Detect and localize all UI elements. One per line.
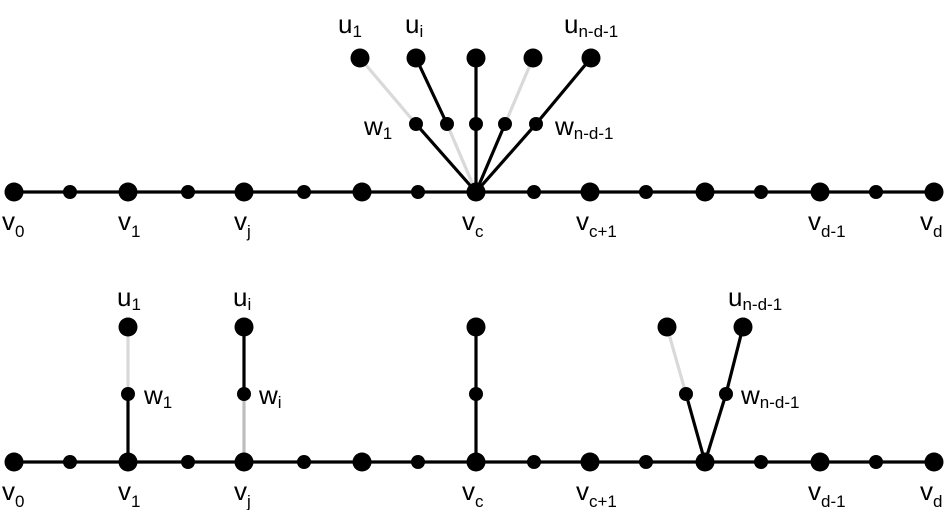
bottom-path-node-5 xyxy=(297,455,311,469)
top-pendant-upper-edge-4 xyxy=(534,56,593,126)
top-pendant-lower-edge-1 xyxy=(445,122,478,194)
top-u-node-4 xyxy=(581,48,601,68)
top-label-v1: v1 xyxy=(118,206,140,241)
bottom-label-wnd1: wn-d-1 xyxy=(740,380,799,412)
top-path-node-15 xyxy=(869,185,883,199)
bottom-label-und1: un-d-1 xyxy=(728,282,782,314)
top-label-vc: vc xyxy=(462,206,484,241)
top-pendant-lower-edge-4 xyxy=(474,122,538,194)
bottom-w-node-1 xyxy=(237,387,251,401)
top-path-node-6 xyxy=(352,182,372,202)
top-path-node-10 xyxy=(580,182,600,202)
top-label-und1: un-d-1 xyxy=(564,9,618,41)
bottom-path-node-10 xyxy=(580,452,600,472)
top-w-node-0 xyxy=(409,117,423,131)
bottom-label-v0: v0 xyxy=(2,476,24,510)
bottom-path-node-8 xyxy=(466,452,486,472)
top-label-vj: vj xyxy=(234,206,251,241)
top-label-vd1: vd-1 xyxy=(808,206,846,241)
top-path-node-12 xyxy=(695,182,715,202)
bottom-label-vd: vd xyxy=(920,476,942,510)
bottom-label-ui: ui xyxy=(233,282,251,314)
top-pendant-upper-edge-1 xyxy=(414,56,449,126)
bottom-pendant-lower-edge-3 xyxy=(684,392,707,464)
bottom-u-node-4 xyxy=(733,317,753,337)
top-path-node-0 xyxy=(4,182,24,202)
bottom-pendant-upper-edge-3 xyxy=(665,325,688,396)
bottom-path-node-9 xyxy=(527,455,541,469)
bottom-label-w1: w1 xyxy=(143,380,172,412)
bottom-path-node-12 xyxy=(695,452,715,472)
labels-layer: v0 v1 vj vc vc+1 vd-1 vd u1 ui un-d-1 w1… xyxy=(2,9,942,510)
bottom-u-node-0 xyxy=(118,317,138,337)
bottom-label-v1: v1 xyxy=(118,476,140,510)
bottom-path-node-4 xyxy=(234,452,254,472)
bottom-label-vd1: vd-1 xyxy=(808,476,846,510)
top-path-node-14 xyxy=(810,182,830,202)
top-path-node-11 xyxy=(639,185,653,199)
bottom-path-node-14 xyxy=(810,452,830,472)
bottom-label-u1: u1 xyxy=(117,282,141,314)
bottom-path-node-2 xyxy=(118,452,138,472)
top-label-ui: ui xyxy=(405,9,423,41)
top-path-node-3 xyxy=(181,185,195,199)
top-path-node-2 xyxy=(118,182,138,202)
nodes-layer xyxy=(4,48,944,472)
top-label-w1: w1 xyxy=(363,111,392,143)
bottom-w-node-2 xyxy=(469,387,483,401)
bottom-path-node-15 xyxy=(869,455,883,469)
top-path-node-9 xyxy=(527,185,541,199)
bottom-w-node-0 xyxy=(121,387,135,401)
top-pendant-upper-edge-3 xyxy=(503,56,535,126)
top-w-node-3 xyxy=(498,117,512,131)
top-label-wnd1: wn-d-1 xyxy=(554,111,613,143)
top-path-node-1 xyxy=(63,185,77,199)
bottom-path-node-6 xyxy=(352,452,372,472)
bottom-u-node-2 xyxy=(466,317,486,337)
top-u-node-3 xyxy=(523,48,543,68)
top-u-node-2 xyxy=(466,48,486,68)
bottom-u-node-1 xyxy=(234,317,254,337)
bottom-label-vj: vj xyxy=(234,476,251,510)
bottom-path-node-16 xyxy=(924,452,944,472)
top-pendant-lower-edge-0 xyxy=(414,122,478,194)
top-label-vd: vd xyxy=(920,206,942,241)
bottom-u-node-3 xyxy=(657,317,677,337)
bottom-path-node-3 xyxy=(181,455,195,469)
bottom-pendant-upper-edge-4 xyxy=(724,325,745,396)
bottom-path-node-7 xyxy=(411,455,425,469)
top-u-node-0 xyxy=(350,48,370,68)
bottom-path-node-1 xyxy=(63,455,77,469)
top-w-node-1 xyxy=(440,117,454,131)
top-label-vc1: vc+1 xyxy=(576,206,617,241)
bottom-path-node-11 xyxy=(639,455,653,469)
bottom-label-vc: vc xyxy=(462,476,484,510)
bottom-path-node-0 xyxy=(4,452,24,472)
top-label-u1: u1 xyxy=(338,9,362,41)
bottom-w-node-3 xyxy=(679,387,693,401)
top-u-node-1 xyxy=(406,48,426,68)
top-label-v0: v0 xyxy=(2,206,24,241)
bottom-w-node-4 xyxy=(719,387,733,401)
top-w-node-2 xyxy=(469,117,483,131)
top-path-node-8 xyxy=(466,182,486,202)
top-pendant-upper-edge-0 xyxy=(358,56,418,126)
top-path-node-7 xyxy=(411,185,425,199)
top-path-node-16 xyxy=(924,182,944,202)
top-path-node-4 xyxy=(234,182,254,202)
top-path-node-13 xyxy=(754,185,768,199)
edges-layer xyxy=(12,56,936,464)
bottom-pendant-lower-edge-4 xyxy=(703,392,728,464)
top-path-node-5 xyxy=(297,185,311,199)
bottom-path-node-13 xyxy=(754,455,768,469)
top-pendant-lower-edge-3 xyxy=(474,122,507,194)
top-w-node-4 xyxy=(529,117,543,131)
bottom-label-wi: wi xyxy=(258,380,282,412)
bottom-label-vc1: vc+1 xyxy=(576,476,617,510)
